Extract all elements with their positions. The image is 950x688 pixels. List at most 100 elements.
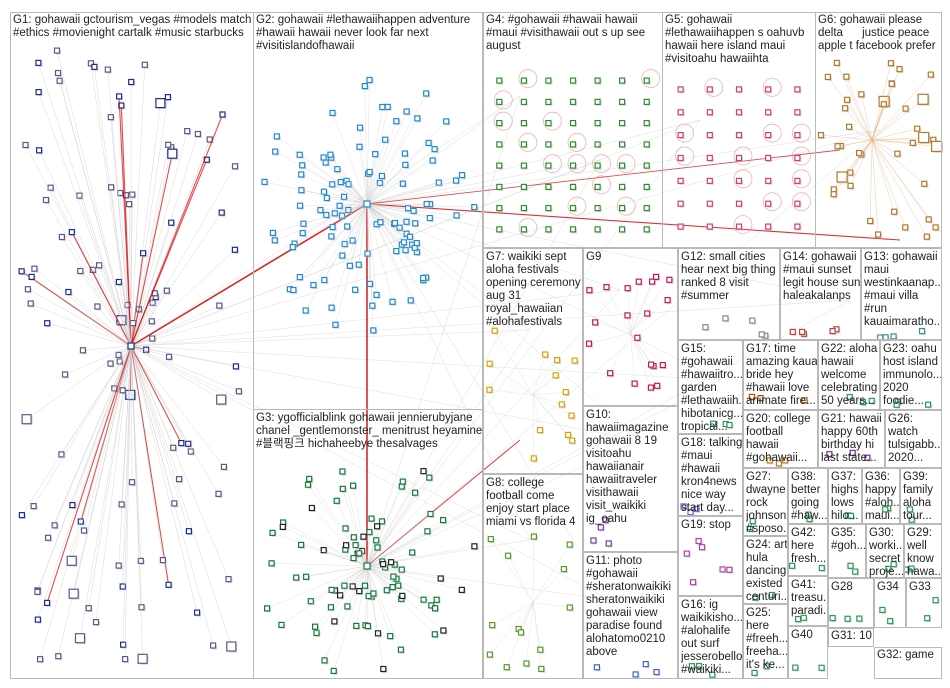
edge [130,95,521,347]
group-G40 [788,626,828,679]
self-loop [675,123,694,143]
node [343,542,350,549]
edge [366,119,701,567]
node [664,297,671,304]
edge [833,139,873,195]
node [545,98,552,106]
node [65,288,72,296]
node [332,321,339,328]
edge [37,345,132,620]
node [22,141,29,149]
node [766,457,773,464]
node [137,653,148,664]
node [924,615,931,622]
edge [61,345,132,455]
node [758,331,765,338]
node [165,581,172,588]
edge [366,439,641,567]
self-loop [518,133,538,152]
edge [71,231,132,347]
node [350,534,357,541]
node [293,574,300,581]
node [352,541,359,549]
node [423,200,430,208]
edge [841,139,873,178]
node [18,268,25,275]
node [167,148,178,159]
node [666,276,673,283]
edge [130,289,621,347]
edge [532,602,541,650]
edge [124,345,132,660]
node [545,162,552,169]
node [404,205,412,212]
edge [526,602,534,664]
node [107,184,115,191]
node [471,204,478,211]
node [54,69,62,77]
node [765,177,772,184]
node [845,123,853,130]
group-G13 [861,248,942,340]
node [356,124,364,131]
node [894,150,901,157]
edge [331,203,368,308]
edge [846,76,873,141]
node [379,103,386,111]
node [272,148,279,155]
node [496,205,503,212]
node [115,562,122,569]
group-G6 [815,12,942,248]
edge [56,50,132,347]
node [374,523,381,530]
node [635,278,642,285]
node [119,641,127,648]
edge [366,203,415,248]
node [553,357,561,364]
edge [326,197,368,205]
node [735,109,743,116]
node [706,86,713,93]
edge [90,63,132,347]
node [538,665,545,673]
node [327,151,334,158]
node [794,154,801,162]
edge [324,565,368,661]
self-loop [792,146,811,166]
node [85,605,92,612]
edge [64,345,132,375]
node [387,632,394,640]
node [164,93,171,101]
node [346,262,353,269]
edge [130,97,169,347]
node [268,560,275,567]
self-loop [592,154,611,173]
node [647,384,655,391]
edge [844,108,873,141]
node [290,286,297,294]
node [765,223,772,230]
node [339,485,346,492]
edge [352,485,368,567]
edge [366,329,531,567]
node [380,665,387,673]
node [918,131,930,144]
node [403,218,410,225]
node [847,562,854,569]
node [523,660,530,667]
node [44,320,51,327]
edge [130,345,198,613]
node [607,370,614,377]
node [331,618,338,625]
node [299,230,306,237]
node [585,340,593,347]
edge [130,345,143,659]
edge [130,345,182,444]
node [560,565,568,573]
node [849,449,856,456]
node [552,372,559,379]
node [858,91,865,98]
edge [130,345,133,483]
node [395,582,402,589]
edge [98,265,132,347]
